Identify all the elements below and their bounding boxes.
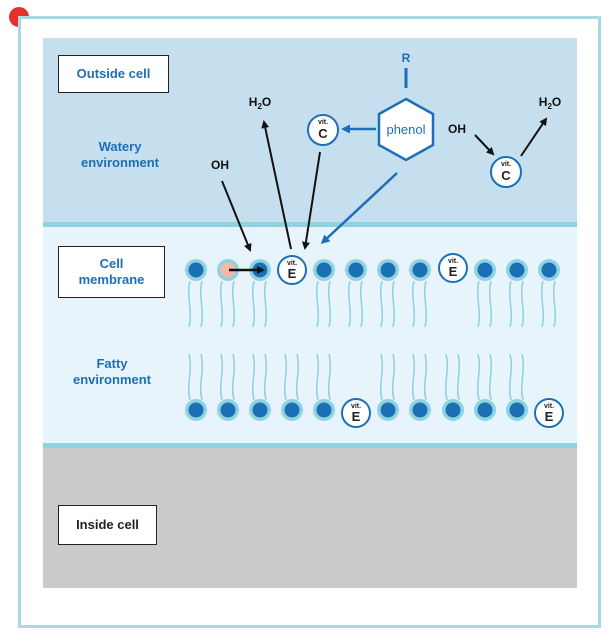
lipid-head	[380, 402, 396, 418]
vit-c-1-letter: C	[318, 126, 328, 141]
lipid-bilayer	[185, 259, 560, 421]
vit-e-3-letter: E	[352, 409, 361, 424]
watery-environment-label: Watery environment	[64, 139, 176, 171]
lipid-tail	[476, 353, 493, 401]
cell-membrane-label: Cell membrane	[58, 246, 165, 298]
lipid-tail	[379, 280, 396, 328]
arrow-vite-to-h2o	[261, 120, 292, 250]
vitamin-e-upper-1: vit. E	[277, 255, 307, 285]
watery-text-1: Watery	[98, 139, 142, 154]
vit-c-1-small: vit.	[318, 119, 328, 126]
lipid-tail	[219, 353, 236, 401]
lipid-head	[509, 262, 525, 278]
arrow-vitc-to-vite	[301, 151, 321, 250]
lipid-tail	[219, 280, 236, 328]
arrow-oh-to-lipid	[221, 180, 252, 252]
lipid-tail	[476, 280, 493, 328]
lipid-tail	[411, 280, 428, 328]
h2o-label-left: H2O	[249, 95, 271, 111]
cell-membrane-text-2: membrane	[78, 272, 145, 287]
lipid-head	[316, 262, 332, 278]
lipid-tail	[315, 280, 332, 328]
cell-membrane-text-1: Cell	[99, 256, 124, 271]
vit-e-4-letter: E	[545, 409, 554, 424]
lipid-head	[477, 402, 493, 418]
lipid-head	[188, 262, 204, 278]
lipid-head	[412, 262, 428, 278]
lipid-head	[188, 402, 204, 418]
fatty-text-1: Fatty	[96, 356, 128, 371]
oh-label-left: OH	[211, 158, 229, 172]
upper-membrane-divider	[43, 222, 577, 227]
watery-text-2: environment	[80, 155, 159, 170]
lipid-tail	[283, 353, 300, 401]
lipid-tail	[508, 353, 525, 401]
lipid-head	[316, 402, 332, 418]
lipid-tail	[187, 353, 204, 401]
vitamin-e-lower-2: vit. E	[534, 398, 564, 428]
inside-cell-label: Inside cell	[58, 505, 157, 545]
phenol-label: phenol	[386, 122, 425, 137]
arrow-oh-to-vitc	[474, 134, 495, 156]
arrow-phenol-to-membrane	[320, 172, 398, 245]
lipid-tail	[540, 280, 557, 328]
lipid-head	[348, 262, 364, 278]
lower-membrane-divider	[43, 443, 577, 448]
oh-label-right: OH	[448, 122, 466, 136]
vit-e-1-letter: E	[288, 266, 297, 281]
vitamin-e-upper-2: vit. E	[438, 253, 468, 283]
lipid-tail	[508, 280, 525, 328]
vit-c-2-small: vit.	[501, 161, 511, 168]
vitamin-c-right: vit. C	[490, 156, 522, 188]
lipid-tail	[444, 353, 461, 401]
vit-c-2-letter: C	[501, 168, 511, 183]
vit-e-2-small: vit.	[448, 258, 458, 265]
vitamin-c-left: vit. C	[307, 114, 339, 146]
lipid-tail	[187, 280, 204, 328]
lipid-tail	[251, 353, 268, 401]
lipid-head	[220, 402, 236, 418]
vit-e-3-small: vit.	[351, 403, 361, 410]
vit-e-4-small: vit.	[544, 403, 554, 410]
vit-e-1-small: vit.	[287, 260, 297, 267]
outside-cell-label: Outside cell	[58, 55, 169, 93]
vitamin-e-lower-1: vit. E	[341, 398, 371, 428]
fatty-text-2: environment	[72, 372, 151, 387]
outside-cell-text: Outside cell	[76, 66, 151, 81]
lipid-head	[252, 402, 268, 418]
lipid-tail	[411, 353, 428, 401]
arrow-vitc-to-h2o	[520, 117, 548, 157]
inside-cell-text: Inside cell	[76, 517, 139, 532]
lipid-head	[412, 402, 428, 418]
lipid-tail	[379, 353, 396, 401]
lipid-head	[445, 402, 461, 418]
lipid-tail	[251, 280, 268, 328]
oxidized-lipid-head	[220, 262, 236, 278]
lipid-head	[380, 262, 396, 278]
r-group-label: R	[402, 51, 411, 65]
lipid-head	[284, 402, 300, 418]
phenol-ring	[377, 97, 435, 162]
vit-e-2-letter: E	[449, 264, 458, 279]
h2o-label-right: H2O	[539, 95, 561, 111]
lipid-head	[477, 262, 493, 278]
fatty-environment-label: Fatty environment	[58, 356, 166, 388]
phenol-molecule: phenol R	[377, 51, 435, 162]
lipid-head	[541, 262, 557, 278]
lipid-head	[509, 402, 525, 418]
lipid-tail	[315, 353, 332, 401]
lipid-tail	[347, 280, 364, 328]
